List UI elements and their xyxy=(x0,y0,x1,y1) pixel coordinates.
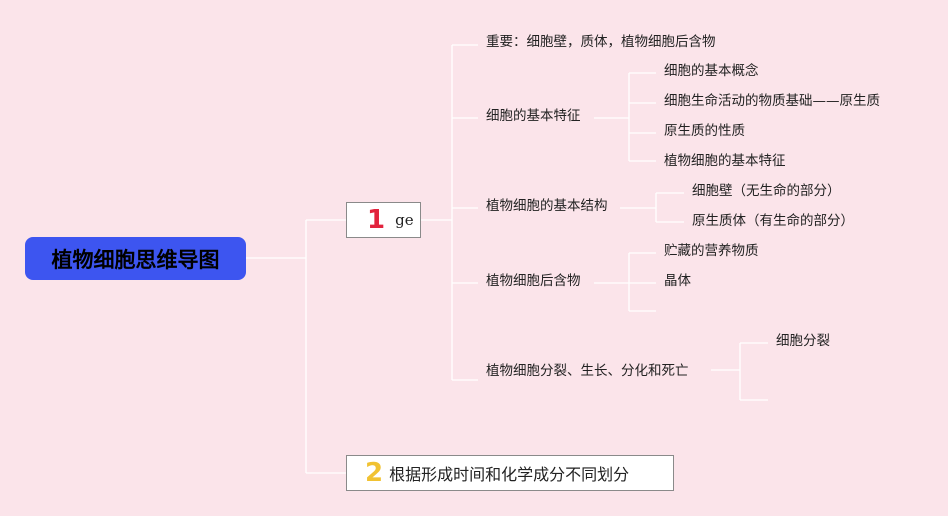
structure-item[interactable]: 细胞壁（无生命的部分） xyxy=(692,183,841,199)
ergastic-item[interactable]: 晶体 xyxy=(664,273,691,289)
topic-cell-division[interactable]: 植物细胞分裂、生长、分化和死亡 xyxy=(486,363,689,379)
branch-label-1: ge xyxy=(395,211,414,229)
ergastic-item[interactable]: 贮藏的营养物质 xyxy=(664,243,759,259)
number-badge-1: 1 xyxy=(367,205,386,235)
feature-item[interactable]: 细胞生命活动的物质基础——原生质 xyxy=(664,93,880,109)
topic-cell-structure[interactable]: 植物细胞的基本结构 xyxy=(486,198,608,214)
topic-cell-features[interactable]: 细胞的基本特征 xyxy=(486,108,581,124)
branch-node-2[interactable]: 2 根据形成时间和化学成分不同划分 xyxy=(346,455,674,491)
root-node[interactable]: 植物细胞思维导图 xyxy=(25,237,246,280)
feature-item[interactable]: 植物细胞的基本特征 xyxy=(664,153,786,169)
structure-item[interactable]: 原生质体（有生命的部分） xyxy=(692,213,854,229)
topic-ergastic-substances[interactable]: 植物细胞后含物 xyxy=(486,273,581,289)
branch-node-1[interactable]: 1 ge xyxy=(346,202,421,238)
division-item[interactable]: 细胞分裂 xyxy=(776,333,830,349)
topic-important[interactable]: 重要：细胞壁，质体，植物细胞后含物 xyxy=(486,34,716,50)
feature-item[interactable]: 原生质的性质 xyxy=(664,123,745,139)
branch-label-2: 根据形成时间和化学成分不同划分 xyxy=(389,465,630,484)
root-title: 植物细胞思维导图 xyxy=(51,247,220,272)
number-badge-2: 2 xyxy=(365,458,384,488)
feature-item[interactable]: 细胞的基本概念 xyxy=(664,63,759,79)
